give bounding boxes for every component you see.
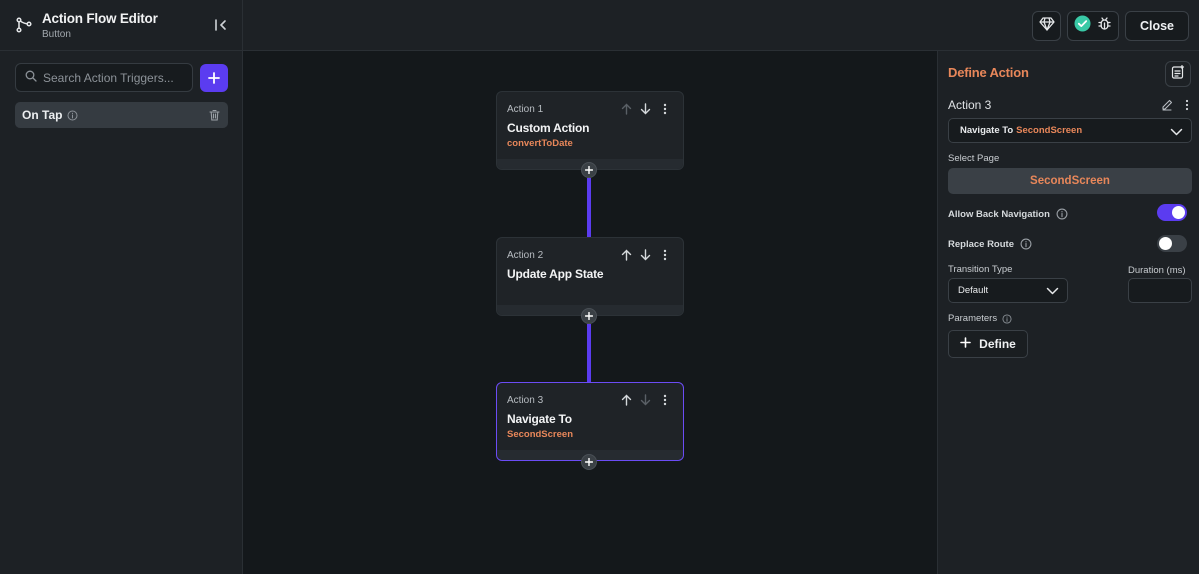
add-action-icon[interactable] — [581, 308, 597, 324]
close-button[interactable]: Close — [1125, 11, 1189, 41]
trigger-label: On Tap — [22, 108, 63, 122]
more-options-icon[interactable] — [658, 102, 671, 115]
transition-type-label: Transition Type — [948, 264, 1013, 275]
move-up-icon[interactable] — [620, 248, 633, 261]
replace-route-text: Replace Route — [948, 238, 1014, 250]
info-icon[interactable] — [67, 110, 78, 121]
action-node-subtitle: SecondScreen — [507, 429, 573, 440]
info-icon[interactable] — [1056, 208, 1068, 220]
note-add-icon — [1171, 64, 1185, 84]
action-node-title: Custom Action — [507, 121, 590, 135]
branch-icon — [14, 15, 34, 35]
flow-connector — [587, 324, 591, 383]
move-down-icon[interactable] — [639, 102, 652, 115]
trigger-item-on-tap[interactable]: On Tap — [15, 102, 228, 128]
plus-icon — [960, 337, 971, 351]
allow-back-navigation-text: Allow Back Navigation — [948, 208, 1050, 220]
editor-subtitle: Button — [42, 28, 71, 40]
move-up-icon[interactable] — [620, 393, 633, 406]
duration-input[interactable] — [1128, 278, 1192, 303]
move-up-icon[interactable] — [620, 102, 633, 115]
info-icon[interactable] — [1002, 313, 1012, 324]
action-name: Action 3 — [948, 98, 992, 112]
action-node-title: Navigate To — [507, 412, 572, 426]
action-node-1[interactable]: Action 1 Custom Action convertToDate — [496, 91, 684, 170]
allow-back-navigation-toggle[interactable] — [1157, 204, 1187, 221]
transition-type-select[interactable]: Default — [948, 278, 1068, 303]
action-node-label: Action 2 — [507, 250, 544, 261]
edit-icon[interactable] — [1161, 98, 1173, 116]
chevron-down-icon — [1170, 125, 1183, 143]
parameters-text: Parameters — [948, 313, 998, 324]
add-action-icon[interactable] — [581, 454, 597, 470]
more-options-icon[interactable] — [658, 248, 671, 261]
more-options-icon[interactable] — [658, 393, 671, 406]
bug-icon — [1097, 16, 1112, 36]
action-type-select[interactable]: Navigate To SecondScreen — [948, 118, 1192, 143]
action-node-subtitle: convertToDate — [507, 138, 573, 149]
trash-icon[interactable] — [209, 108, 220, 126]
duration-label: Duration (ms) — [1128, 265, 1186, 276]
allow-back-navigation-label: Allow Back Navigation — [948, 208, 1068, 220]
select-page-label: Select Page — [948, 153, 1000, 164]
gem-icon — [1038, 16, 1055, 36]
collapse-panel-icon[interactable] — [212, 17, 230, 33]
action-node-3[interactable]: Action 3 Navigate To SecondScreen — [496, 382, 684, 461]
check-circle-icon — [1074, 15, 1091, 37]
gem-button[interactable] — [1032, 11, 1061, 41]
select-page-button[interactable]: SecondScreen — [948, 168, 1192, 194]
action-node-label: Action 1 — [507, 104, 544, 115]
move-down-icon[interactable] — [639, 393, 652, 406]
chevron-down-icon — [1046, 285, 1059, 300]
add-action-icon[interactable] — [581, 162, 597, 178]
action-type-value: Navigate To — [960, 125, 1014, 136]
search-input[interactable] — [43, 70, 183, 85]
move-down-icon[interactable] — [639, 248, 652, 261]
add-note-button[interactable] — [1165, 61, 1191, 87]
validate-debug-button[interactable] — [1067, 11, 1119, 41]
editor-header: Action Flow Editor Button — [0, 0, 242, 51]
panel-title: Define Action — [948, 65, 1029, 80]
top-toolbar: Close — [243, 0, 1199, 51]
transition-type-value: Default — [958, 285, 989, 296]
triggers-panel: Action Flow Editor Button On Tap — [0, 0, 243, 574]
action-node-label: Action 3 — [507, 395, 544, 406]
search-icon — [25, 69, 37, 87]
define-action-panel: Define Action Action 3 Navigate To Secon… — [937, 51, 1199, 574]
search-triggers-box — [15, 63, 194, 92]
more-options-icon[interactable] — [1185, 98, 1189, 116]
action-node-2[interactable]: Action 2 Update App State — [496, 237, 684, 316]
define-parameters-button[interactable]: Define — [948, 330, 1028, 358]
editor-title: Action Flow Editor — [42, 10, 158, 26]
parameters-label: Parameters — [948, 313, 1012, 324]
define-label: Define — [979, 337, 1016, 351]
add-trigger-button[interactable] — [200, 63, 228, 92]
flow-canvas[interactable]: Action 1 Custom Action convertToDate Act… — [243, 51, 937, 574]
action-node-title: Update App State — [507, 267, 604, 281]
info-icon[interactable] — [1020, 238, 1032, 250]
replace-route-toggle[interactable] — [1157, 235, 1187, 252]
action-target-value: SecondScreen — [1016, 125, 1083, 136]
flow-connector — [587, 178, 591, 237]
replace-route-label: Replace Route — [948, 238, 1032, 250]
